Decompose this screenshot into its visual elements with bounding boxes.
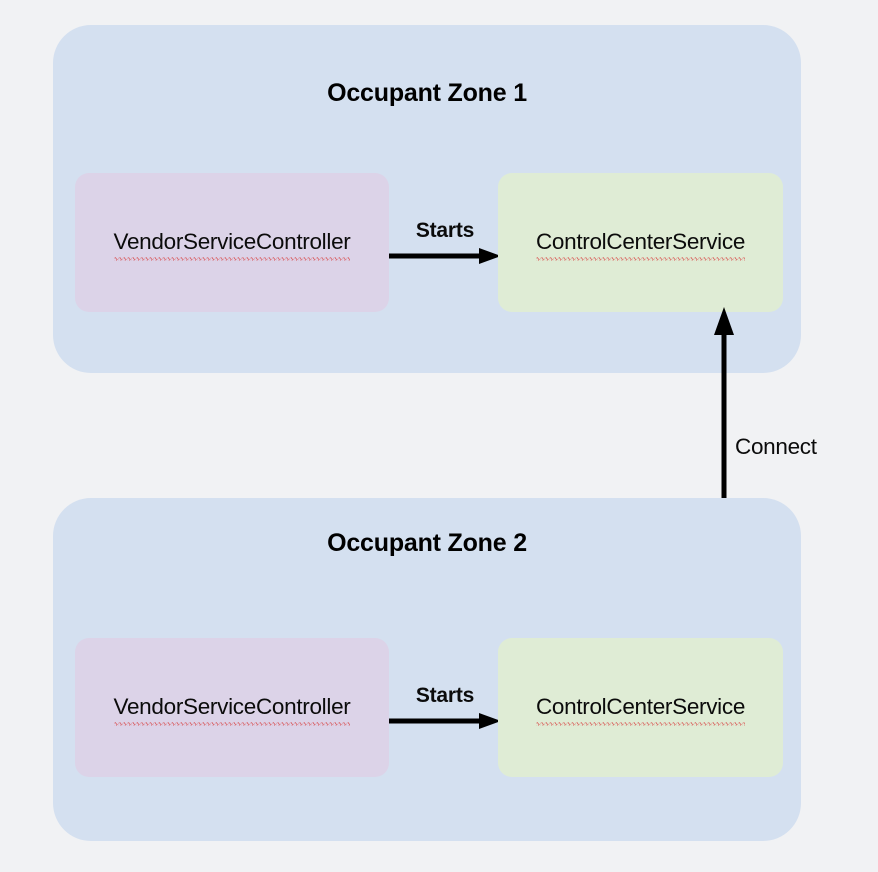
- zone-1-title: Occupant Zone 1: [327, 79, 527, 107]
- occupant-zone-1-container: Occupant Zone 1 VendorServiceController …: [53, 25, 801, 373]
- zone-1-vendor-service-controller-node[interactable]: VendorServiceController: [75, 173, 389, 312]
- zone-2-control-center-service-label: ControlCenterService: [535, 694, 746, 726]
- occupant-zone-2-container: Occupant Zone 2 VendorServiceController …: [53, 498, 801, 841]
- zone-1-vendor-service-controller-label: VendorServiceController: [113, 229, 351, 261]
- zone-1-control-center-service-node[interactable]: ControlCenterService: [498, 173, 783, 312]
- zone-2-vendor-service-controller-node[interactable]: VendorServiceController: [75, 638, 389, 777]
- connect-edge-label: Connect: [735, 434, 817, 459]
- zone-1-starts-edge-label: Starts: [415, 219, 475, 242]
- zone-2-title: Occupant Zone 2: [327, 529, 527, 557]
- zone-2-control-center-service-node[interactable]: ControlCenterService: [498, 638, 783, 777]
- zone-2-starts-edge: Starts: [389, 685, 501, 731]
- arrow-right-icon: [389, 248, 501, 264]
- zone-2-vendor-service-controller-label: VendorServiceController: [113, 694, 351, 726]
- zone-2-starts-edge-label: Starts: [415, 684, 475, 707]
- zone-1-control-center-service-label: ControlCenterService: [535, 229, 746, 261]
- zone-1-starts-edge: Starts: [389, 220, 501, 266]
- arrow-right-icon: [389, 713, 501, 729]
